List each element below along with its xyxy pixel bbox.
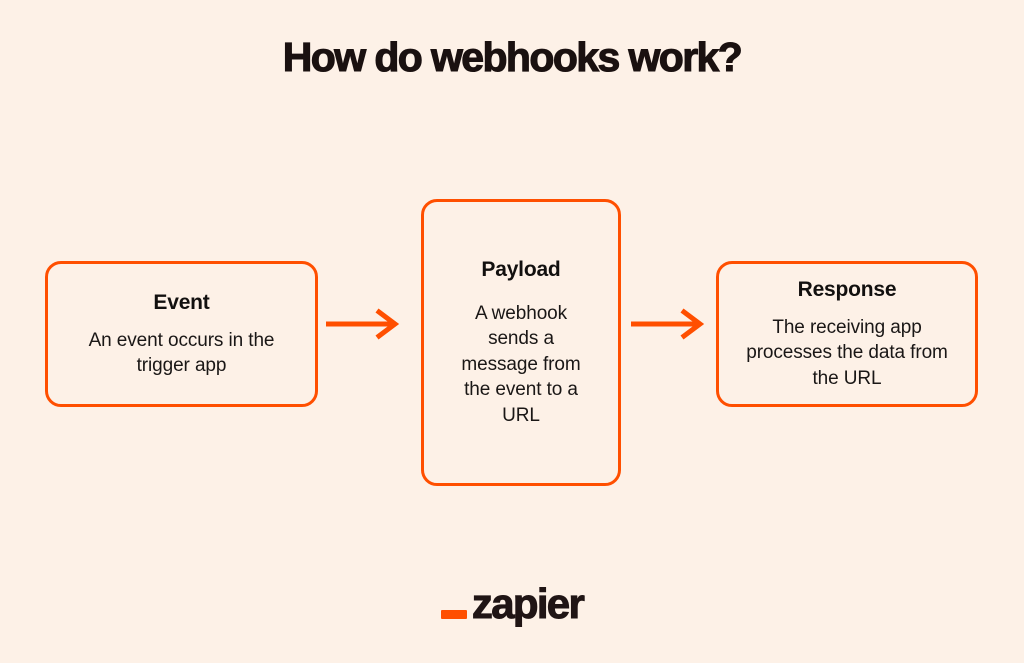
flow-step-payload-body: A webhook sends a message from the event… [461,302,581,426]
zapier-wordmark-text: zapier [471,580,585,627]
flow-step-payload: Payload A webhook sends a message from t… [421,199,621,486]
zapier-logo: zapier [0,580,1024,627]
flow-step-event-body: An event occurs in the trigger app [88,329,275,377]
flow-step-event-heading: Event [153,290,210,314]
arrow-right-icon-event-to-payload [325,307,402,346]
flow-step-response-body: The receiving app processes the data fro… [746,316,948,389]
flow-step-payload-heading: Payload [481,257,561,281]
underscore-icon [440,610,467,619]
flow-step-response-heading: Response [797,277,897,301]
page-title: How do webhooks work? [282,33,743,80]
flow-step-event: Event An event occurs in the trigger app [45,261,318,407]
flow-step-response: Response The receiving app processes the… [716,261,978,407]
arrow-right-icon-payload-to-response [630,307,707,346]
